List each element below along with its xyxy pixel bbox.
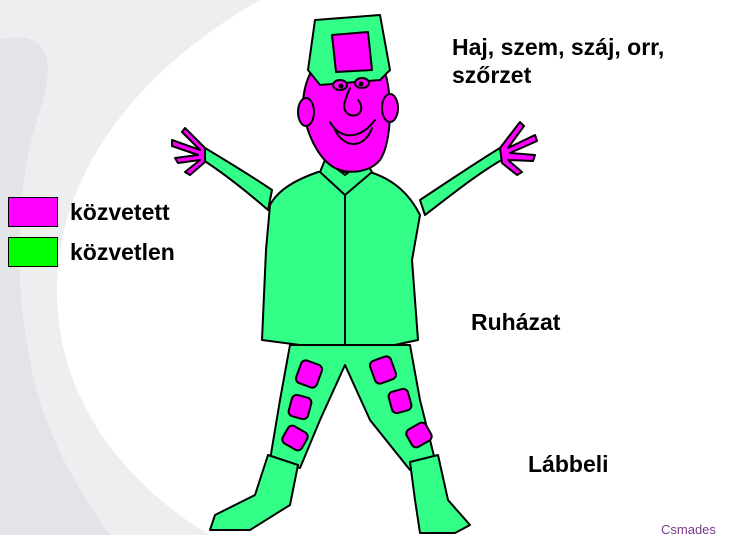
shirt [262, 172, 420, 348]
left-arm [200, 148, 272, 210]
head-label-line1: Haj, szem, száj, orr, [452, 33, 664, 61]
legend-item-direct: közvetlen [8, 235, 175, 269]
clothing-label: Ruházat [471, 308, 560, 336]
right-arm [420, 148, 505, 215]
left-boot [210, 455, 298, 530]
right-boot [410, 455, 470, 533]
legend-item-indirect: közvetett [8, 195, 175, 229]
legend: közvetett közvetlen [8, 195, 175, 275]
head-features-label: Haj, szem, száj, orr, szőrzet [452, 33, 664, 89]
legend-label-indirect: közvetett [70, 199, 170, 226]
footwear-label: Lábbeli [528, 450, 609, 478]
right-hand [500, 122, 537, 175]
head-label-line2: szőrzet [452, 61, 664, 89]
legend-label-direct: közvetlen [70, 239, 175, 266]
legend-swatch-direct [8, 237, 58, 267]
legend-swatch-indirect [8, 197, 58, 227]
left-hand [172, 128, 205, 175]
